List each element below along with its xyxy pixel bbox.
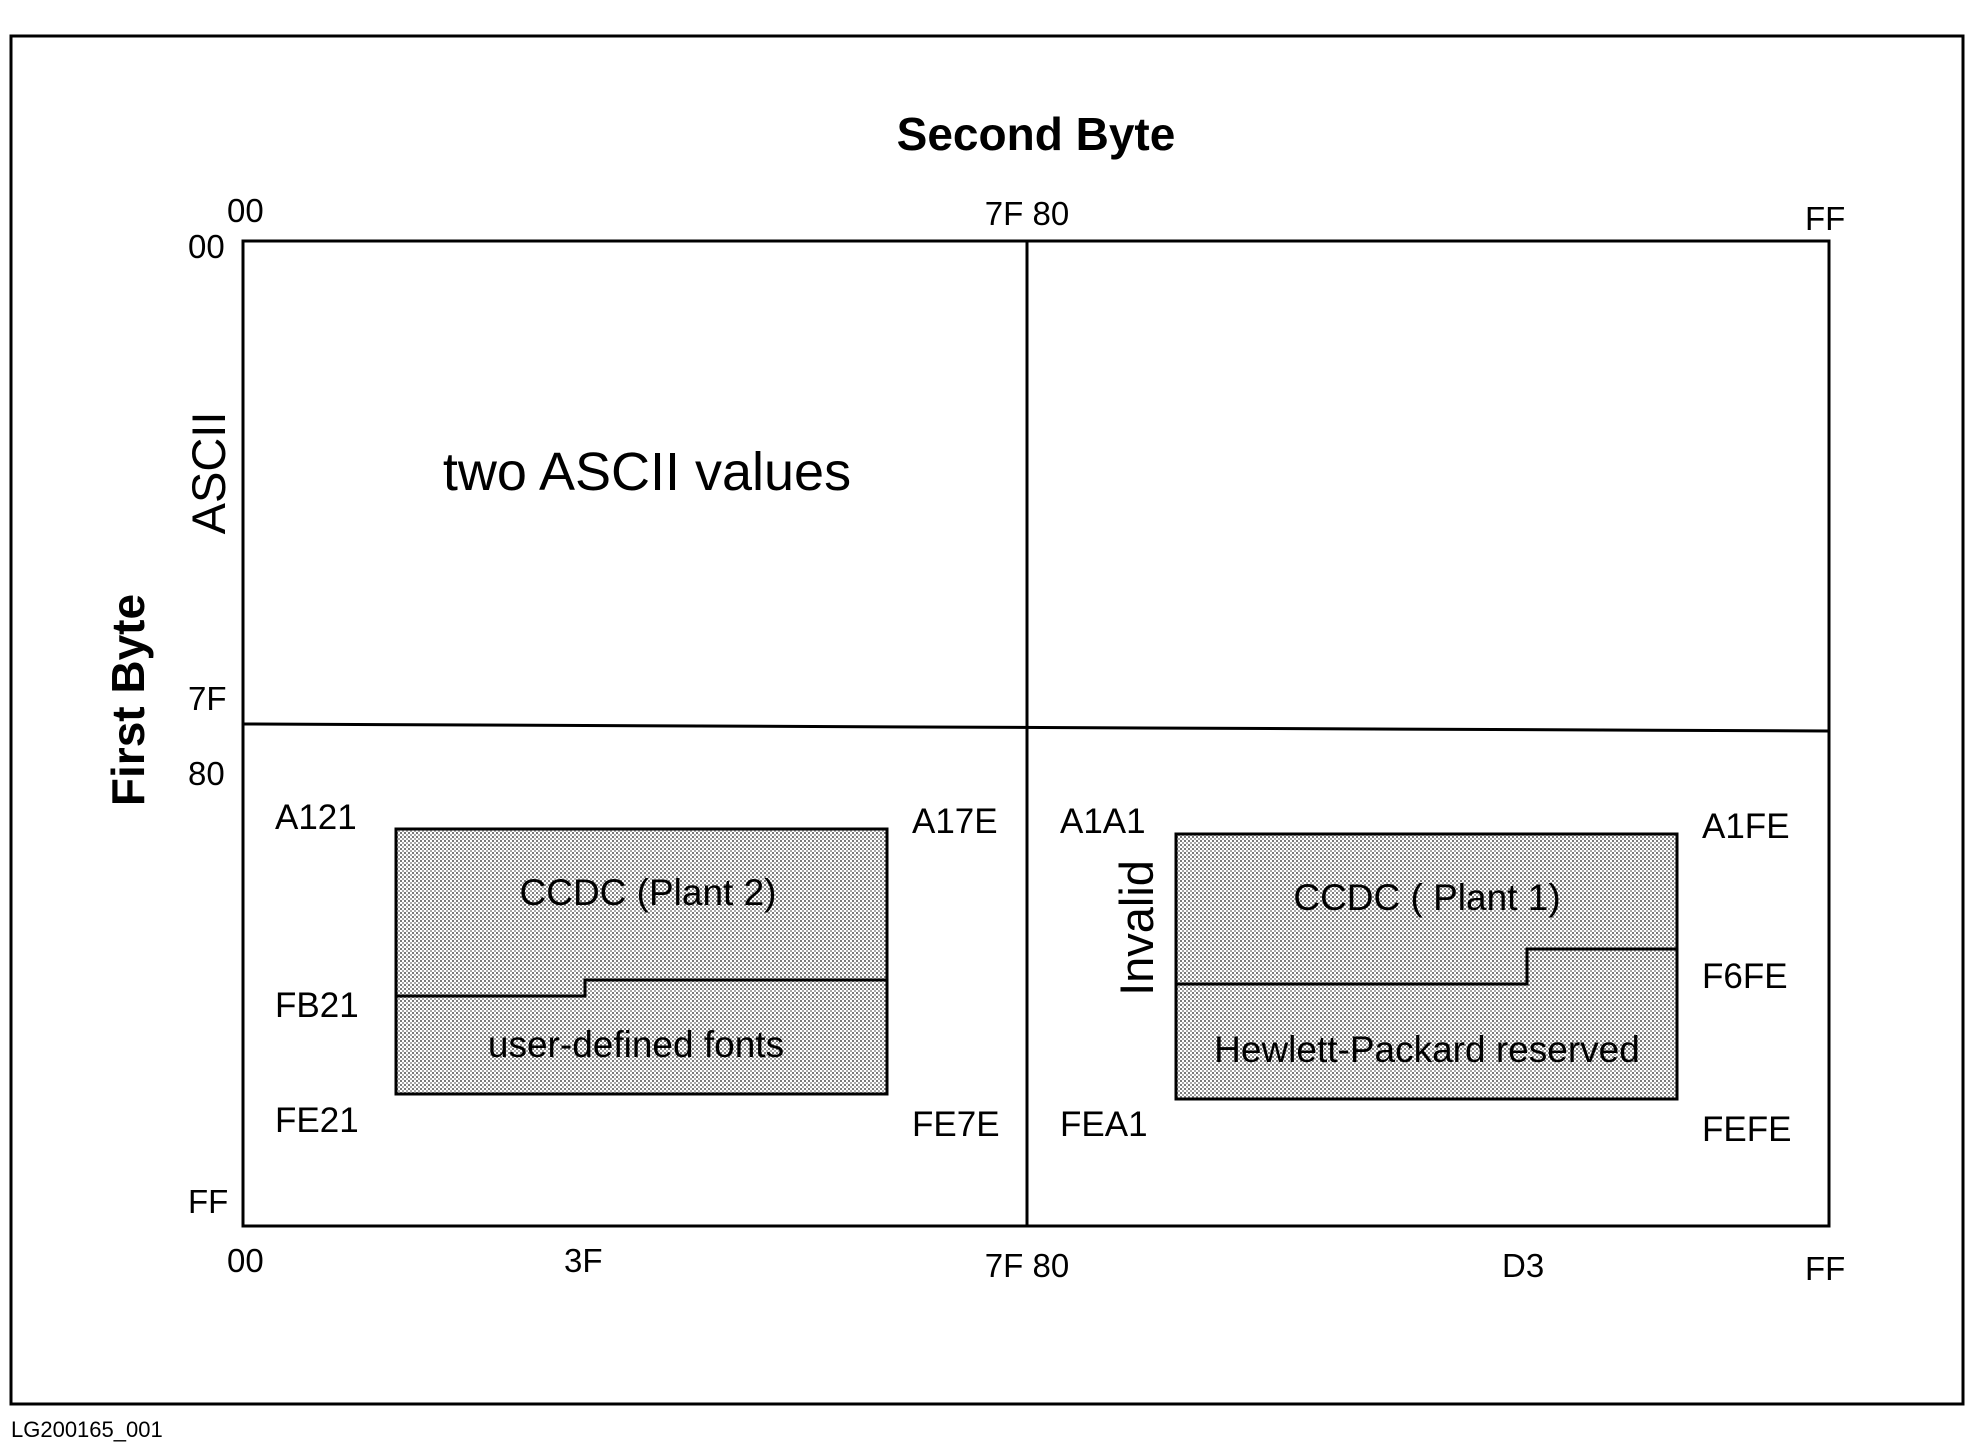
left-block-split-line (396, 978, 887, 998)
left-block-corner-bottom-left: FE21 (275, 1101, 359, 1140)
figure-id: LG200165_001 (11, 1417, 163, 1442)
left-block-fill (394, 827, 889, 1096)
top-tick-mid: 7F 80 (985, 195, 1069, 232)
right-block-corner-top-left: A1A1 (1060, 802, 1146, 841)
right-block-lower-label: Hewlett-Packard reserved (1214, 1029, 1640, 1070)
left-block-corner-top-right: A17E (912, 802, 998, 841)
ascii-region-label: two ASCII values (443, 442, 851, 502)
left-tick-start: 00 (188, 228, 225, 265)
bottom-tick-start: 00 (227, 1242, 264, 1279)
left-tick-80: 80 (188, 755, 225, 792)
right-block-split-line (1176, 947, 1677, 986)
left-tick-end: FF (188, 1183, 228, 1220)
right-block-corner-top-right: A1FE (1702, 807, 1790, 846)
top-tick-end: FF (1805, 200, 1845, 237)
bottom-tick-mid: 7F 80 (985, 1247, 1069, 1284)
left-tick-7f: 7F (188, 680, 227, 717)
left-block-upper-label: CCDC (Plant 2) (520, 872, 777, 913)
outer-border (9, 34, 1965, 1406)
bottom-tick-3f: 3F (564, 1242, 603, 1279)
left-block-lower-label: user-defined fonts (488, 1024, 784, 1065)
right-block-fill (1174, 832, 1679, 1101)
right-block-corner-bottom-left: FEA1 (1060, 1105, 1148, 1144)
right-block-upper-label: CCDC ( Plant 1) (1293, 877, 1560, 918)
plot-area (241, 239, 1831, 1228)
y-axis-title: First Byte (102, 594, 154, 806)
left-block-corner-bottom-right: FE7E (912, 1105, 1000, 1144)
left-block-corner-top-left: A121 (275, 798, 357, 837)
right-block-split-label: F6FE (1702, 957, 1788, 996)
invalid-label: Invalid (1110, 860, 1163, 996)
ascii-side-label: ASCII (182, 412, 235, 535)
bottom-tick-end: FF (1805, 1250, 1845, 1287)
top-tick-start: 00 (227, 192, 264, 229)
x-axis-title: Second Byte (897, 108, 1176, 160)
horizontal-divider (242, 722, 1830, 733)
right-block-corner-bottom-right: FEFE (1702, 1110, 1791, 1149)
bottom-tick-d3: D3 (1502, 1247, 1544, 1284)
left-block-split-label: FB21 (275, 986, 359, 1025)
